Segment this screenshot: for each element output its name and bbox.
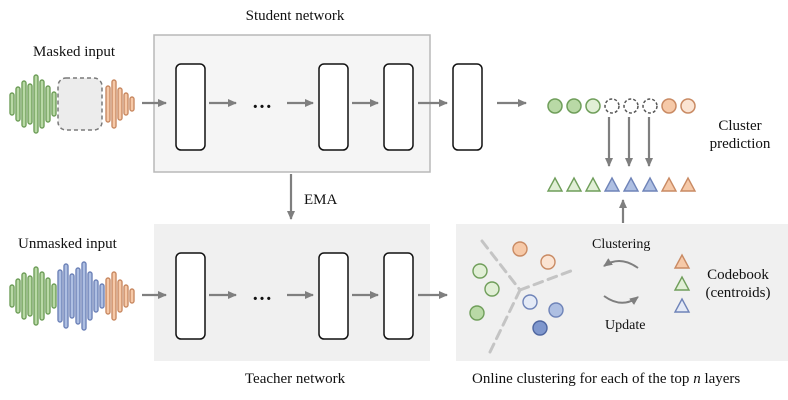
- cluster-prediction-label: Cluster prediction: [700, 117, 780, 153]
- unmasked-input-label: Unmasked input: [18, 236, 117, 252]
- token-circle-icon: [642, 98, 658, 114]
- clustering-panel: [456, 224, 788, 361]
- refresh-arrows-icon: [603, 258, 639, 305]
- triangle-icon: [660, 176, 678, 192]
- triangle-icon: [584, 176, 602, 192]
- triangle-icon: [673, 297, 691, 313]
- online-clustering-caption: Online clustering for each of the top n …: [472, 370, 740, 388]
- teacher-layer-3: [383, 252, 414, 340]
- clustering-label: Clustering: [592, 237, 651, 252]
- token-circle-icon: [585, 98, 601, 114]
- triangle-icon: [679, 176, 697, 192]
- student-layer-3: [383, 63, 414, 151]
- cluster-labels: [546, 176, 697, 192]
- token-circle-icon: [566, 98, 582, 114]
- unmasked-waveform-icon: [9, 261, 135, 331]
- teacher-layer-2: [318, 252, 349, 340]
- predicted-tokens: [547, 98, 696, 114]
- triangle-icon: [673, 275, 691, 291]
- codebook-centroids: [673, 253, 691, 313]
- cluster-prediction-line2: prediction: [709, 136, 771, 152]
- student-prediction-head: [452, 63, 483, 151]
- student-ellipsis: …: [252, 91, 272, 113]
- cluster-dividers: [480, 239, 578, 354]
- teacher-layer-1: [175, 252, 206, 340]
- token-circle-icon: [661, 98, 677, 114]
- online-clustering-prefix: Online clustering for each of the top: [472, 371, 694, 387]
- token-circle-icon: [604, 98, 620, 114]
- ema-label: EMA: [304, 192, 338, 208]
- teacher-network-title: Teacher network: [244, 371, 346, 387]
- masked-input-label: Masked input: [33, 44, 116, 60]
- token-circle-icon: [623, 98, 639, 114]
- triangle-icon: [565, 176, 583, 192]
- triangle-icon: [641, 176, 659, 192]
- triangle-icon: [603, 176, 621, 192]
- token-circle-icon: [547, 98, 563, 114]
- cluster-prediction-line1: Cluster: [718, 118, 762, 134]
- codebook-label: Codebook (centroids): [696, 266, 780, 302]
- codebook-line2: (centroids): [705, 285, 771, 301]
- cluster-points: [469, 241, 564, 336]
- update-label: Update: [605, 318, 646, 333]
- online-clustering-variable: n: [693, 371, 701, 387]
- student-network-title: Student network: [245, 8, 345, 24]
- codebook-line1: Codebook: [707, 267, 769, 283]
- student-layer-1: [175, 63, 206, 151]
- online-clustering-suffix: layers: [700, 371, 741, 387]
- triangle-icon: [673, 253, 691, 269]
- masked-waveform-icon: [9, 74, 135, 134]
- triangle-icon: [622, 176, 640, 192]
- mask-region: [57, 77, 103, 131]
- token-circle-icon: [680, 98, 696, 114]
- teacher-ellipsis: …: [252, 283, 272, 305]
- triangle-icon: [546, 176, 564, 192]
- student-layer-2: [318, 63, 349, 151]
